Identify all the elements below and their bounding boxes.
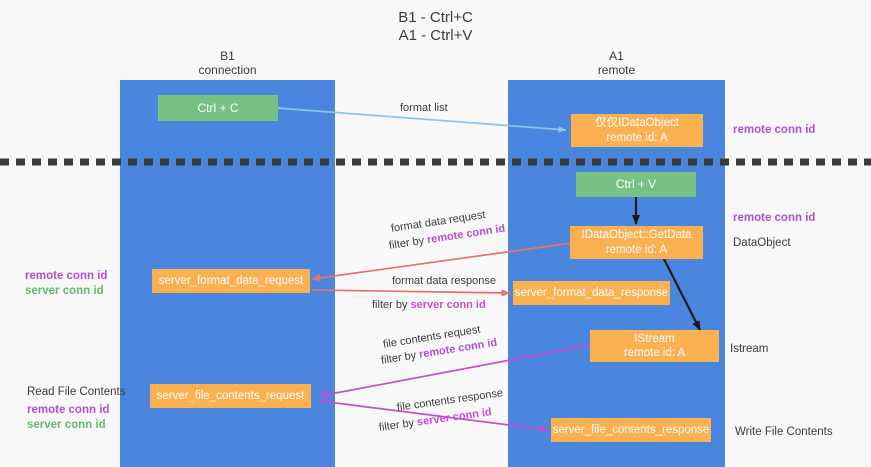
node-idataobject-remote-label: 仅仅IDataObject [595,117,679,130]
column-header-b1-role: connection [198,63,257,77]
node-server-format-data-response[interactable]: server_format_data_response [513,281,670,305]
edge-label-format-data-response: format data response [392,275,496,287]
node-server-format-data-response-label: server_format_data_response [514,286,669,299]
column-header-b1-name: B1 [220,49,235,63]
node-idataobject-remote[interactable]: 仅仅IDataObject remote id: A [571,114,703,147]
annotation-right-write-file-contents: Write File Contents [735,426,833,438]
annotation-left-remote-conn-bot: remote conn id [27,404,110,416]
annotation-right-remote-conn-top: remote conn id [733,124,816,136]
diagram-title-line2: A1 - Ctrl+V [398,27,473,44]
node-ctrl-c-label: Ctrl + C [197,100,239,115]
annotation-left-server-conn-bot: server conn id [27,419,106,431]
node-idataobject-getdata[interactable]: IDataObject::GetData remote id: A [570,226,703,259]
node-idataobject-getdata-id: remote id: A [605,243,668,256]
node-ctrl-c[interactable]: Ctrl + C [158,95,278,121]
node-server-format-data-request[interactable]: server_format_data_request [152,269,310,293]
node-istream[interactable]: IStream remote id: A [590,330,719,362]
edge-label-file-contents-request-filter-prefix: filter by [380,348,421,367]
edge-format-data-response [311,289,511,297]
node-server-file-contents-response-label: server_file_contents_response [552,423,710,436]
node-server-file-contents-request-label: server_file_contents_request [156,389,305,402]
node-ctrl-v[interactable]: Ctrl + V [576,172,696,197]
annotation-right-dataobject: DataObject [733,237,791,249]
node-idataobject-getdata-label: IDataObject::GetData [581,229,692,242]
annotation-left-server-conn-mid: server conn id [25,285,104,297]
node-server-file-contents-request[interactable]: server_file_contents_request [150,384,311,408]
node-ctrl-v-label: Ctrl + V [615,177,657,191]
annotation-right-remote-conn-mid: remote conn id [733,212,816,224]
edge-label-format-data-response-filter: filter by server conn id [372,298,486,312]
diagram-title-line1: B1 - Ctrl+C [398,9,473,26]
node-idataobject-remote-id: remote id: A [606,131,668,144]
edge-label-format-list: format list [400,102,448,114]
edge-label-file-contents-response-filter-prefix: filter by [378,416,418,434]
annotation-left-read-file-contents: Read File Contents [27,386,126,398]
edge-label-format-data-response-filter-key: server conn id [410,299,486,311]
column-header-a1-role: remote [597,63,636,77]
edge-label-format-data-request-filter-prefix: filter by [388,234,429,252]
annotation-left-remote-conn-mid: remote conn id [25,270,108,282]
edge-label-format-data-response-filter-prefix: filter by [372,299,411,311]
node-istream-label: IStream [634,332,675,345]
node-istream-id: remote id: A [623,347,686,359]
node-server-format-data-request-label: server_format_data_request [158,274,304,287]
node-server-file-contents-response[interactable]: server_file_contents_response [551,418,711,442]
annotation-right-istream: Istream [730,343,769,355]
column-header-a1-name: A1 [609,49,624,63]
